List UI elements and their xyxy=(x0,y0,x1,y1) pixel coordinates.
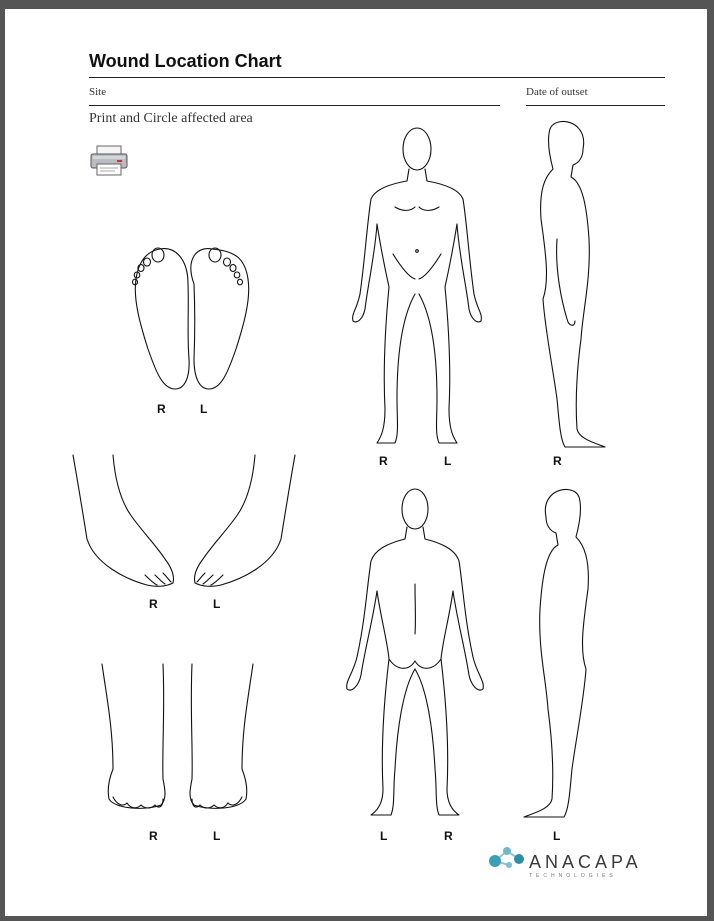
feet-top-left-mark: L xyxy=(213,829,220,843)
feet-side-figure[interactable] xyxy=(73,455,295,586)
feet-top-figure[interactable] xyxy=(102,664,253,808)
body-front-figure[interactable] xyxy=(353,128,482,443)
feet-side-left-mark: L xyxy=(213,597,220,611)
back-left-mark: L xyxy=(380,829,387,843)
chart-page: Wound Location Chart Site Date of outset… xyxy=(5,9,707,916)
feet-top-right-mark: R xyxy=(149,829,158,843)
logo-name: ANACAPA xyxy=(529,852,642,873)
body-back-figure[interactable] xyxy=(347,489,484,815)
soles-left-mark: L xyxy=(200,402,207,416)
anacapa-logo: ANACAPA TECHNOLOGIES xyxy=(487,843,657,883)
front-right-mark: R xyxy=(379,454,388,468)
feet-side-right-mark: R xyxy=(149,597,158,611)
soles-figure[interactable] xyxy=(133,248,249,389)
body-right-side-figure[interactable] xyxy=(541,122,605,447)
logo-tagline: TECHNOLOGIES xyxy=(529,873,617,879)
soles-right-mark: R xyxy=(157,402,166,416)
back-right-mark: R xyxy=(444,829,453,843)
right-side-mark: R xyxy=(553,454,562,468)
body-left-side-figure[interactable] xyxy=(524,490,588,817)
molecule-logo-icon xyxy=(487,843,529,873)
left-side-mark: L xyxy=(553,829,560,843)
front-left-mark: L xyxy=(444,454,451,468)
